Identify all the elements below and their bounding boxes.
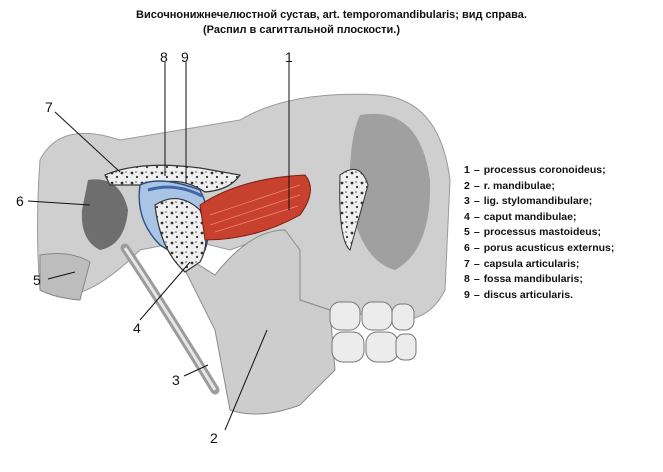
lateral-pterygoid-muscle <box>199 174 311 241</box>
callout-5: 5 <box>33 272 41 288</box>
external-ear-opening <box>81 179 128 250</box>
mastoid-process <box>39 253 91 301</box>
zygomatic-bone <box>339 168 369 251</box>
molar-teeth <box>329 301 417 363</box>
legend-item: 1–processus coronoideus; <box>464 164 606 176</box>
callout-7: 7 <box>45 99 53 115</box>
legend-item: 8–fossa mandibularis; <box>464 273 583 286</box>
mandibular-condyle <box>154 198 207 273</box>
figure-title: Височнонижнечелюстной сустав, art. tempo… <box>0 8 663 38</box>
legend-item: 7–capsula articularis; <box>464 257 580 270</box>
legend-item: 5–processus mastoideus; <box>464 226 601 239</box>
legend-item: 6–porus acusticus externus; <box>464 241 615 254</box>
legend-list: 1–processus coronoideus; 2–r. mandibulae… <box>464 163 614 303</box>
legend-item: 2–r. mandibulae; <box>464 179 555 192</box>
mandible-ramus <box>173 229 336 415</box>
callout-6: 6 <box>16 193 24 209</box>
legend-item: 9–discus articularis. <box>464 288 573 301</box>
callout-4: 4 <box>133 320 141 336</box>
callout-2: 2 <box>210 430 218 446</box>
callout-9: 9 <box>181 49 189 65</box>
legend-item: 3–lig. stylomandibulare; <box>464 195 593 208</box>
articular-disc <box>147 185 203 198</box>
orbit <box>349 113 431 270</box>
leader-lines <box>27 62 290 431</box>
title-line-2: (Распил в сагиттальной плоскости.) <box>203 24 400 36</box>
legend-item: 4–caput mandibulae; <box>464 210 577 223</box>
callout-1: 1 <box>285 49 293 65</box>
callout-8: 8 <box>160 49 168 65</box>
title-line-1: Височнонижнечелюстной сустав, art. tempo… <box>136 9 527 21</box>
callout-3: 3 <box>172 372 180 388</box>
